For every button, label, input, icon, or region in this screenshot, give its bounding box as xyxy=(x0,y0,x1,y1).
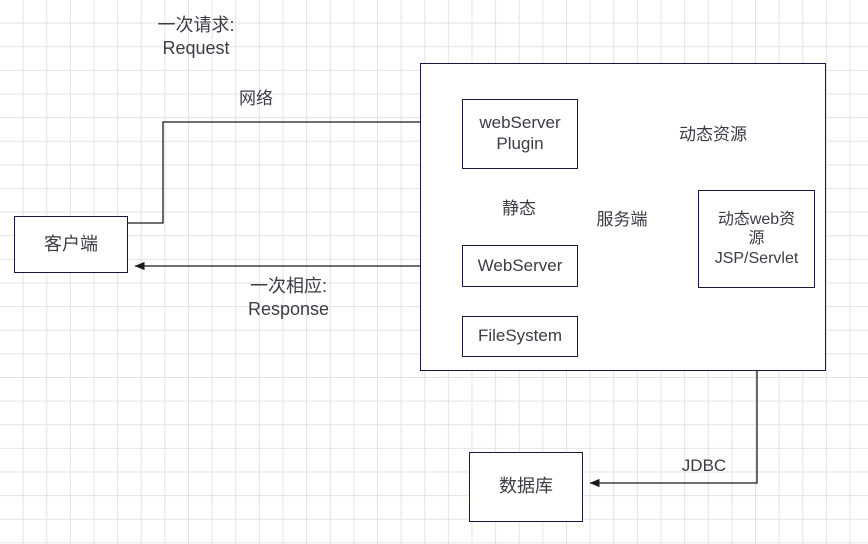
node-webserver-plugin[interactable]: webServer Plugin xyxy=(462,99,578,169)
label-request: 一次请求: Request xyxy=(157,15,235,58)
node-database[interactable]: 数据库 xyxy=(469,452,583,522)
node-filesystem[interactable]: FileSystem xyxy=(462,316,578,357)
label-static: 静态 xyxy=(502,199,536,218)
connector-client-to-plugin xyxy=(128,117,456,224)
label-server-side: 服务端 xyxy=(596,210,648,229)
node-client[interactable]: 客户端 xyxy=(14,216,128,273)
node-webserver[interactable]: WebServer xyxy=(462,245,578,287)
label-network: 网络 xyxy=(239,89,273,108)
label-dynamic-resource: 动态资源 xyxy=(679,125,747,144)
node-dynamic-web-resource[interactable]: 动态web资 源 JSP/Servlet xyxy=(698,190,815,288)
label-response: 一次相应: Response xyxy=(247,276,330,319)
label-jdbc: JDBC xyxy=(681,456,727,475)
